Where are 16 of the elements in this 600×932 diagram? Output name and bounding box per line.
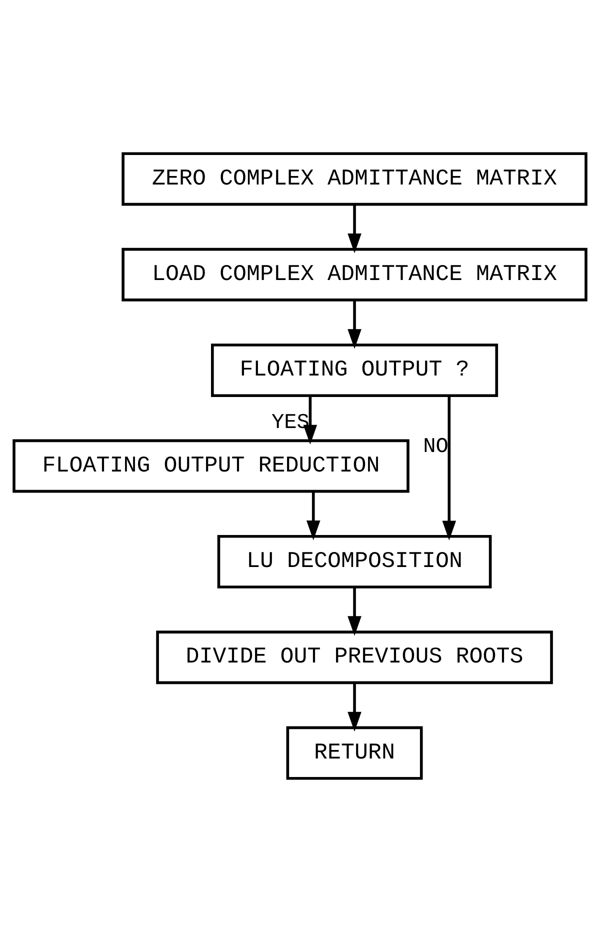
- arrow: [303, 396, 318, 445]
- arrow: [348, 587, 362, 636]
- node-box: LU DECOMPOSITION: [217, 534, 492, 588]
- edge-label: NO: [423, 434, 448, 459]
- arrow: [442, 396, 456, 540]
- arrow: [348, 683, 362, 732]
- arrow: [348, 204, 362, 254]
- arrow: [348, 300, 362, 349]
- node-box: RETURN: [286, 726, 423, 780]
- node-box: LOAD COMPLEX ADMITTANCE MATRIX: [122, 248, 588, 302]
- node-box: DIVIDE OUT PREVIOUS ROOTS: [156, 630, 553, 684]
- arrow: [306, 492, 320, 540]
- node-box: FLOATING OUTPUT ?: [211, 344, 498, 398]
- edge-label: YES: [272, 410, 310, 435]
- node-box: ZERO COMPLEX ADMITTANCE MATRIX: [122, 152, 588, 206]
- node-box: FLOATING OUTPUT REDUCTION: [12, 439, 410, 493]
